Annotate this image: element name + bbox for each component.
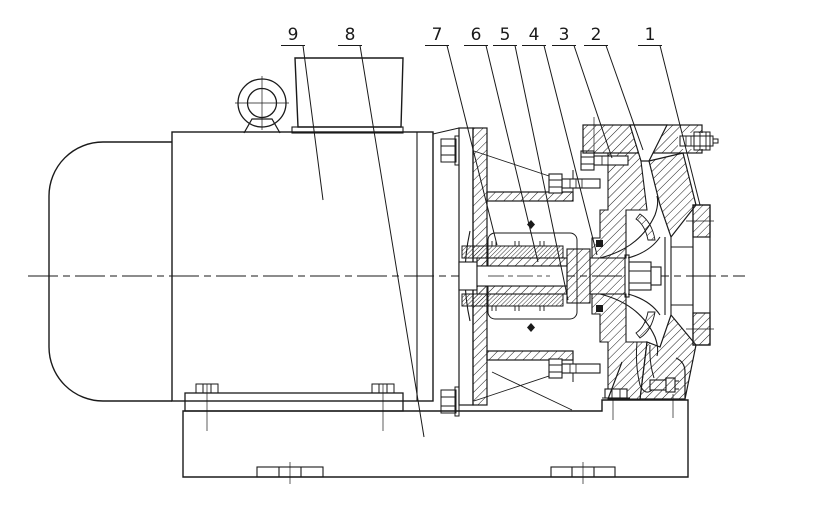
callout-7: 7 xyxy=(425,25,498,246)
callout-5: 5 xyxy=(493,25,569,301)
baseplate-slot-left xyxy=(256,462,324,484)
lifting-eyebolt xyxy=(235,76,289,134)
shaft-motor-stub xyxy=(458,261,478,291)
callout-label-9: 9 xyxy=(288,25,299,45)
shaft-end-cap xyxy=(650,266,662,286)
impeller-nut xyxy=(628,261,652,291)
motor-body xyxy=(48,127,460,402)
o-ring-bottom xyxy=(596,305,603,312)
gland-stud-top-inner xyxy=(580,150,629,171)
callouts: 9 8 7 6 5 4 3 2 xyxy=(281,25,701,438)
motor-foot xyxy=(184,383,404,431)
shaft-sleeve-top xyxy=(476,257,568,267)
o-ring-top xyxy=(596,240,603,247)
pump-foot xyxy=(607,357,686,400)
motor-foot-bolt-right xyxy=(369,383,397,431)
impeller-blade-top xyxy=(635,213,656,241)
callout-4: 4 xyxy=(522,25,598,256)
callout-label-5: 5 xyxy=(500,25,511,45)
adapter-bolt-top xyxy=(440,135,460,166)
callout-9: 9 xyxy=(281,25,324,201)
impeller-channel-bottom xyxy=(635,341,655,393)
discharge-flange-stud xyxy=(679,131,719,151)
callout-6: 6 xyxy=(464,25,539,263)
terminal-box xyxy=(291,57,404,134)
suction-bore xyxy=(671,246,693,306)
impeller-hub xyxy=(589,254,662,298)
motor-foot-bolt-left xyxy=(193,383,221,431)
callout-label-8: 8 xyxy=(345,25,356,45)
suction-flange xyxy=(671,204,714,346)
gland-stud-top-outer xyxy=(548,173,601,194)
callout-label-1: 1 xyxy=(645,25,656,45)
callout-label-6: 6 xyxy=(471,25,482,45)
drain-plug-bolt xyxy=(602,388,630,399)
baseplate xyxy=(182,394,689,484)
vent-marker-top xyxy=(527,220,535,229)
gland-stud-bottom-outer xyxy=(548,358,601,379)
impeller-blade-bottom xyxy=(635,311,656,339)
callout-8: 8 xyxy=(338,25,425,438)
shaft-collar xyxy=(566,248,591,304)
baseplate-slot-right xyxy=(550,462,616,484)
callout-2: 2 xyxy=(584,25,644,151)
callout-1: 1 xyxy=(638,25,701,206)
bracket-support-rib xyxy=(491,371,573,411)
discharge-flange xyxy=(582,117,719,162)
shaft-sleeve-bottom xyxy=(476,285,568,295)
vent-marker-bottom xyxy=(527,323,535,332)
callout-label-7: 7 xyxy=(432,25,443,45)
casing-wall-upper-right xyxy=(648,152,697,239)
impeller xyxy=(599,195,672,393)
callout-3: 3 xyxy=(552,25,613,159)
callout-label-2: 2 xyxy=(591,25,602,45)
callout-label-3: 3 xyxy=(559,25,570,45)
callout-label-4: 4 xyxy=(529,25,540,45)
mechanical-seal xyxy=(461,241,564,311)
adapter-bolt-bottom xyxy=(440,386,460,417)
